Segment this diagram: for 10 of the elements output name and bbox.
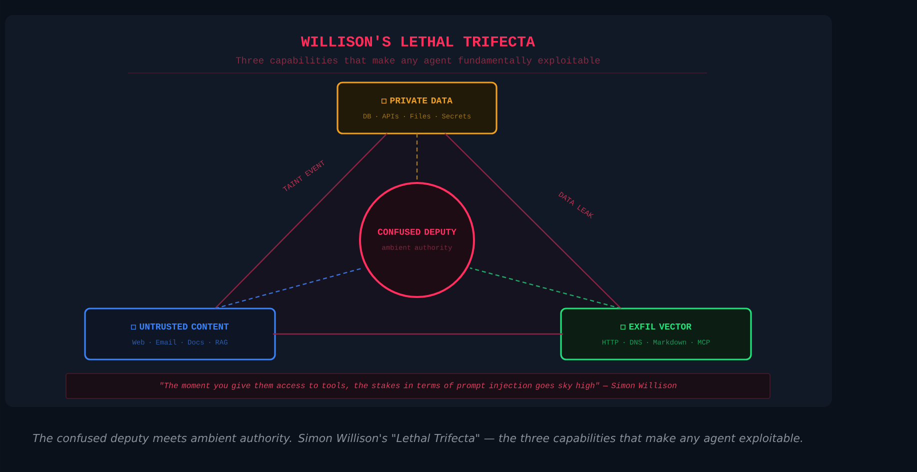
subtitle: Three capabilities that make any agent fundamentally exploitable — [236, 56, 600, 66]
connector — [416, 134, 418, 183]
connector — [470, 267, 622, 310]
connector — [273, 333, 563, 335]
connector — [444, 133, 622, 309]
caption: The confused deputy meets ambient authority. Simon Willison's "Lethal Trifecta" — the three capabilities that make any agent exploitable. — [33, 434, 802, 444]
quote-box: "The moment you give them access to tools, the stakes in terms of prompt injection goes sky high" — Simon Willison — [66, 373, 770, 399]
connector — [214, 267, 364, 310]
connector — [214, 133, 388, 309]
title: WILLISON'S LETHAL TRIFECTA — [301, 36, 535, 46]
